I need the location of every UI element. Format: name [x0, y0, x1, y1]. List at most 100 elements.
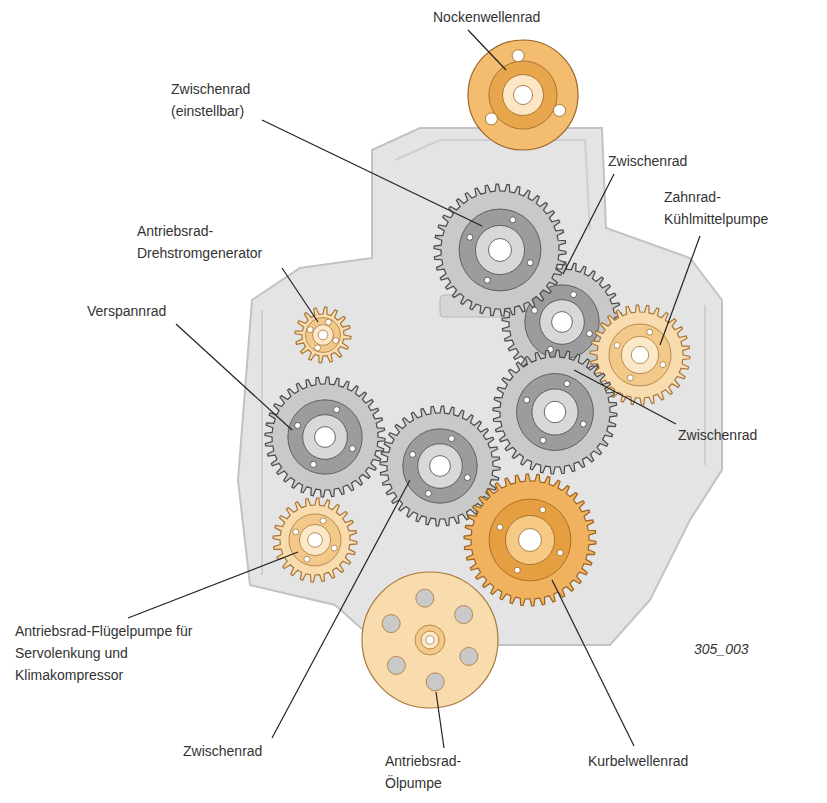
gear-set: [265, 40, 690, 708]
gear-bore: [308, 533, 323, 548]
gear-hole: [571, 292, 577, 298]
gear-hub: [306, 318, 341, 353]
gear-hole: [524, 397, 530, 403]
part-label: Kurbelwellenrad: [588, 750, 728, 772]
gear-wheel: [265, 377, 385, 497]
gear-teeth: [434, 184, 566, 316]
gear-hole: [425, 490, 431, 496]
part-label: Zwischenrad (einstellbar): [171, 78, 286, 122]
gear-hole: [660, 362, 666, 368]
gear-bore-ring: [621, 336, 658, 373]
gear-hub: [609, 324, 671, 386]
leader-line: [563, 174, 614, 274]
leader-line: [262, 120, 482, 226]
gear-hole: [310, 461, 316, 467]
leader-line: [282, 268, 318, 322]
gear-hub: [288, 400, 362, 474]
part-label: Zwischenrad: [183, 740, 293, 762]
gear-hole: [580, 421, 586, 427]
leader-line: [176, 324, 292, 430]
gear-teeth: [295, 307, 351, 363]
gear-bore: [544, 401, 566, 423]
gear-hole: [449, 436, 455, 442]
gear-hole: [349, 446, 355, 452]
gear-bore: [513, 85, 532, 104]
gear-bore-ring: [421, 631, 439, 649]
gear-hole: [333, 337, 339, 343]
gear-hub: [489, 499, 571, 581]
gear-hole: [293, 529, 299, 535]
gear-wheel: [468, 40, 578, 150]
gear-wheel: [434, 184, 566, 316]
gear-hole: [564, 381, 570, 387]
gear-bore-ring: [299, 524, 330, 555]
gear-bore-ring: [540, 300, 585, 345]
gear-hole: [614, 342, 620, 348]
part-label: Zwischenrad: [608, 150, 718, 172]
leader-line: [660, 236, 700, 345]
leader-line: [272, 480, 410, 738]
gear-hole: [484, 277, 490, 283]
gear-disc: [468, 40, 578, 150]
engine-housing: [238, 128, 722, 645]
gear-hole: [295, 422, 301, 428]
gear-hole: [325, 319, 331, 325]
gear-hole: [553, 104, 565, 116]
gear-teeth: [273, 498, 357, 582]
gear-teeth: [493, 350, 617, 474]
gear-hub: [403, 429, 477, 503]
gear-hole: [307, 327, 313, 333]
gear-hole: [467, 234, 473, 240]
gear-hole: [304, 556, 310, 562]
gear-bore-ring: [505, 515, 554, 564]
part-label: Nockenwellenrad: [433, 6, 573, 28]
gear-bore: [631, 346, 648, 363]
gear-bore: [315, 427, 336, 448]
gear-bore-ring: [313, 325, 334, 346]
gear-hole: [586, 331, 592, 337]
gear-hole: [510, 217, 516, 223]
gear-wheel: [464, 474, 596, 606]
gear-hole: [315, 345, 321, 351]
leader-line: [436, 692, 444, 748]
gear-hole: [647, 329, 653, 335]
housing-outline: [238, 128, 722, 645]
gear-bore-ring: [503, 75, 544, 116]
gear-teeth: [464, 474, 596, 606]
gear-hole: [532, 307, 538, 313]
gear-hole: [382, 615, 400, 633]
gear-hole: [514, 567, 520, 573]
gear-teeth: [265, 377, 385, 497]
gear-bore-ring: [475, 225, 524, 274]
part-label: Antriebsrad- Ölpumpe: [385, 750, 495, 794]
gear-hole: [334, 407, 340, 413]
gear-hole: [557, 550, 563, 556]
gear-bore: [489, 239, 512, 262]
leader-line: [128, 552, 298, 618]
gear-bore-ring: [418, 444, 463, 489]
gear-bore: [426, 636, 434, 644]
part-label: Zahnrad- Kühlmittelpumpe: [664, 186, 804, 230]
gear-hole: [460, 647, 478, 665]
gear-hub: [289, 514, 341, 566]
gear-bore-ring: [532, 389, 578, 435]
gear-hole: [464, 475, 470, 481]
leader-line: [468, 30, 506, 70]
gear-hub: [415, 625, 445, 655]
gear-hole: [320, 518, 326, 524]
leader-lines: [128, 30, 700, 748]
gear-hole: [331, 545, 337, 551]
gear-disc: [362, 572, 498, 708]
gear-hole: [416, 589, 434, 607]
gear-hole: [540, 437, 546, 443]
leader-line: [552, 580, 634, 746]
gear-hole: [540, 507, 546, 513]
part-label: Antriebsrad- Drehstromgenerator: [137, 220, 297, 264]
gear-hub: [517, 374, 594, 451]
gear-hole: [485, 113, 497, 125]
gear-bore: [318, 330, 328, 340]
gear-wheel: [295, 307, 351, 363]
gear-hole: [426, 673, 444, 691]
gear-wheel: [362, 572, 498, 708]
gear-hole: [387, 656, 405, 674]
